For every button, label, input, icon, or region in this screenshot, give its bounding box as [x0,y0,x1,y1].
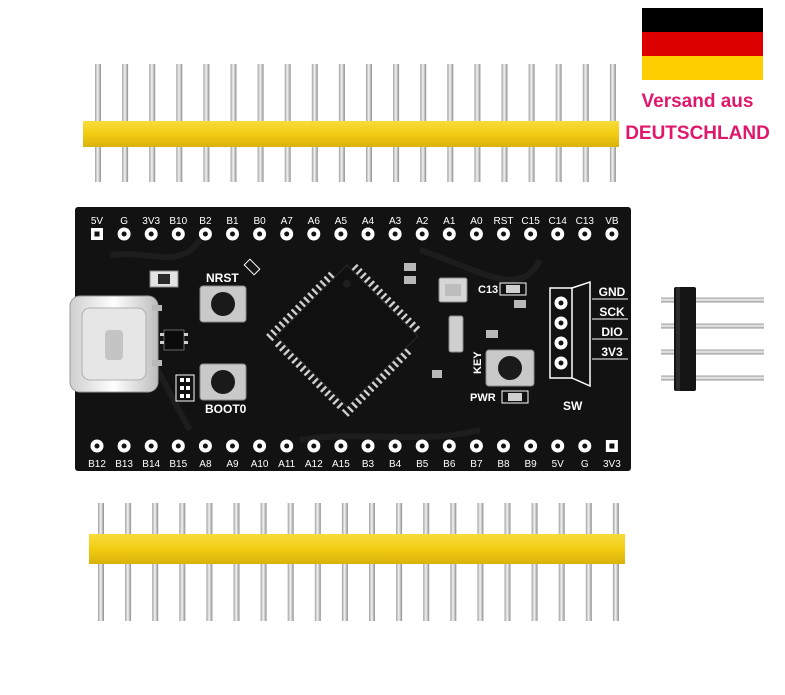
pin-label: B14 [142,459,160,470]
pin-label: B12 [88,459,106,470]
ra-pin [694,323,764,329]
pin-label: C15 [521,216,540,227]
ra-pin [694,375,764,381]
shipping-text-line2: DEUTSCHLAND [625,123,770,144]
pin-label: A4 [362,216,375,227]
pwr-led [501,390,529,404]
pin-label: A5 [335,216,348,227]
bottom-pin-header [89,503,625,621]
pin-label: B3 [362,459,375,470]
pin-label: A7 [281,216,294,227]
pin-label: B0 [253,216,266,227]
pin-label: A8 [199,459,212,470]
swd-pin-label: SCK [599,305,625,319]
regulator-chip [163,329,185,351]
pin-label: RST [494,216,514,227]
right-angle-header [661,287,764,391]
pcb-board: 5V G 3V3 B10 B2 B1 B0 A7 A6 A5 A4 A3 A2 A1 A0 RST C15 C14… [69,207,631,471]
bottom-pin-labels: B12 B13 B14 B15 A8 A9 A10 A11 A12 A15 B3 B4 B5 B6 B7 B8… [88,459,621,470]
top-header-plastic [83,121,619,147]
pin-label: 3V3 [603,459,621,470]
bottom-pads [90,439,618,453]
pin-label: B4 [389,459,402,470]
pin-label: 5V [91,216,104,227]
pin-label: A0 [470,216,483,227]
pin-label: A6 [308,216,321,227]
pin-label: B13 [115,459,133,470]
flag-band-black [642,8,763,32]
pin-label: A10 [251,459,269,470]
smd-resistor [243,258,261,276]
pin-label: B5 [416,459,429,470]
ra-pin [694,297,764,303]
pin-label: B15 [169,459,187,470]
c13-label: C13 [478,284,498,296]
shipping-text-line1: Versand aus [641,91,754,112]
rtc-crystal [448,315,464,353]
key-button [485,349,535,387]
swd-pin-label: DIO [601,325,622,339]
pin-label: G [581,459,589,470]
pin-label: A3 [389,216,402,227]
top-pin-labels: 5V G 3V3 B10 B2 B1 B0 A7 A6 A5 A4 A3 A2 A1 A0 RST C15 C14… [91,216,619,227]
key-label: KEY [472,351,484,374]
c13-led [499,282,527,296]
swd-pin-label: 3V3 [601,345,623,359]
pin-label: C14 [549,216,568,227]
pin-label: A9 [226,459,239,470]
pin-label: G [120,216,128,227]
pin-label: B7 [470,459,483,470]
swd-header: GND SCK DIO 3V3 [549,280,628,388]
pin-label: B1 [226,216,239,227]
nrst-label: NRST [206,271,239,285]
pin-label: B10 [169,216,187,227]
pin-label: A12 [305,459,323,470]
pin-label: A11 [278,459,295,470]
ra-pin [694,349,764,355]
top-pads [91,227,619,241]
sw-label: SW [563,399,583,413]
pin-label: A15 [332,459,350,470]
pin-label: VB [605,216,619,227]
pin-label: 5V [552,459,565,470]
pin-label: A2 [416,216,429,227]
nrst-button [199,285,247,323]
flag-band-red [642,32,763,56]
boot0-label: BOOT0 [205,402,247,416]
usb-c-port [69,295,159,393]
bottom-header-plastic [89,534,625,564]
boot-jumper-pads [175,374,195,402]
pin-label: B8 [497,459,510,470]
pwr-label: PWR [470,392,496,404]
boot0-button [199,363,247,401]
pin-label: B9 [524,459,537,470]
pin-label: B6 [443,459,456,470]
pin-label: B2 [199,216,212,227]
pin-label: C13 [576,216,595,227]
flag-band-gold [642,56,763,80]
swd-pin-label: GND [599,285,626,299]
microcontroller-chip [266,263,421,417]
pin-label: A1 [443,216,456,227]
pin-label: 3V3 [142,216,160,227]
top-pin-header [83,64,619,182]
